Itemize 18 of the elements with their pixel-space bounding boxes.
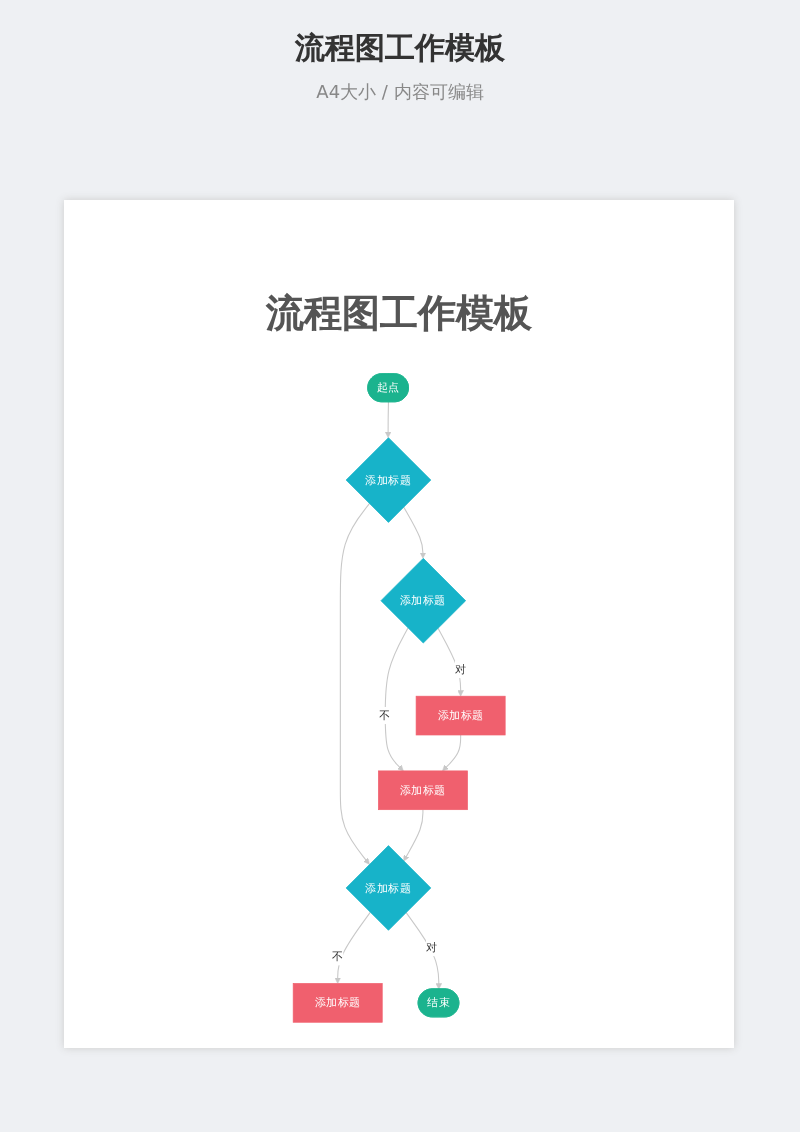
page-title: 流程图工作模板: [295, 30, 505, 68]
node-diamond: [380, 557, 466, 644]
arrow: [402, 506, 426, 559]
node-box: [292, 983, 383, 1023]
node-box: [415, 695, 506, 736]
arrow: [437, 627, 464, 697]
arrow: [334, 911, 371, 984]
arrow: [384, 627, 409, 772]
arrow: [384, 401, 392, 438]
arrow: [405, 911, 442, 990]
subtitle: A4大小 / 内容可编辑: [316, 81, 484, 106]
arrow: [403, 809, 424, 862]
node-diamond: [345, 845, 431, 931]
arrow: [442, 734, 461, 772]
arrow: [339, 503, 370, 865]
node-box: [377, 770, 468, 811]
node-diamond: [345, 437, 431, 523]
heading-label: 流程图工作模板: [266, 292, 532, 336]
